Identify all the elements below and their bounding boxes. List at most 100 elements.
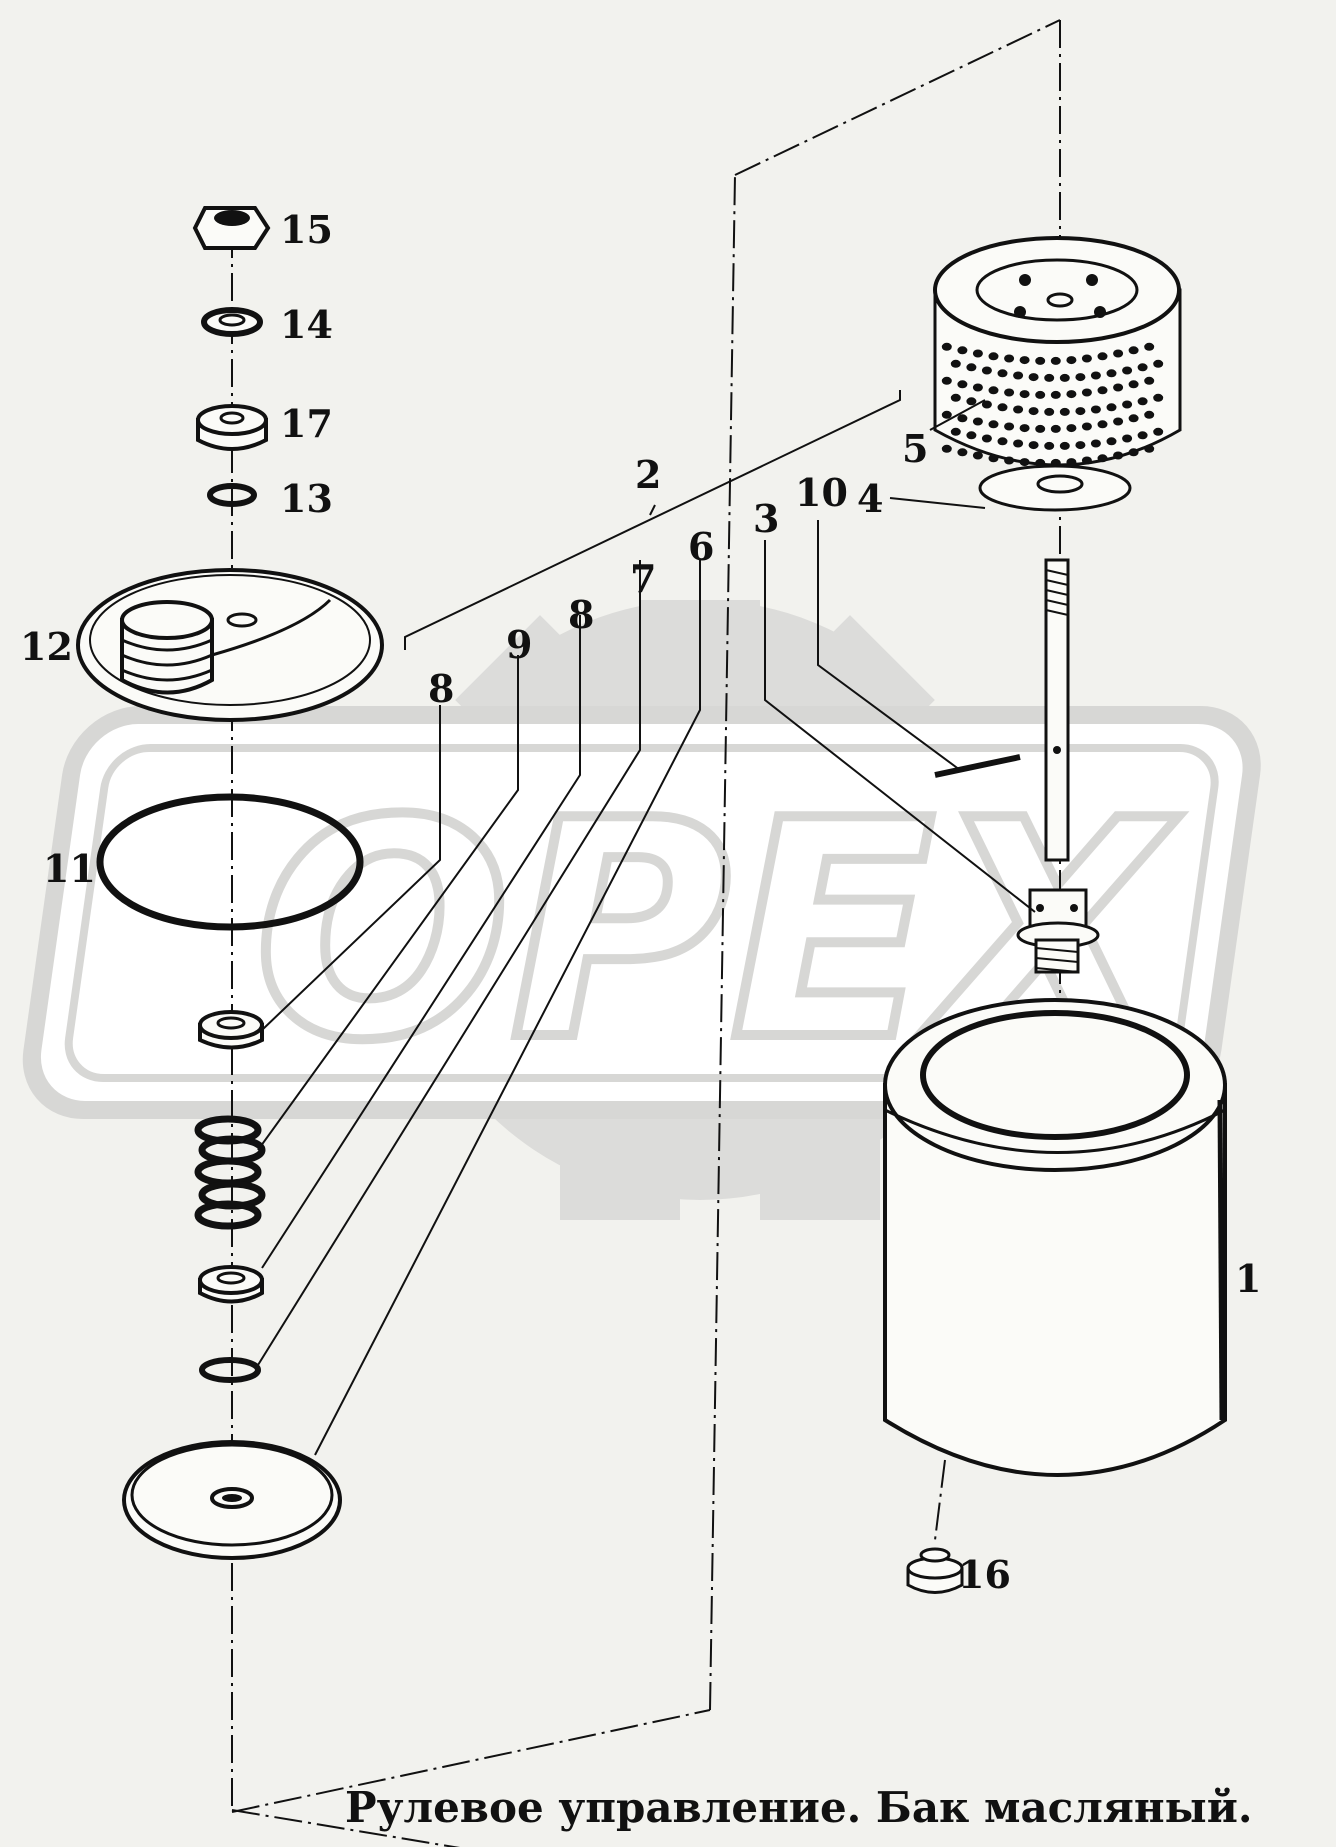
perforation-hole (1128, 414, 1139, 423)
perforation-hole (1050, 424, 1061, 433)
perforation-hole (1019, 458, 1030, 467)
filter-element (933, 236, 1182, 467)
perforation-hole (1075, 407, 1086, 416)
perforation-hole (1137, 397, 1148, 406)
frame-vertical (709, 174, 736, 1711)
spring-washer (201, 307, 263, 337)
perforation-hole (997, 369, 1008, 378)
thick-washer (196, 404, 268, 451)
callout-12: 12 (20, 624, 73, 669)
perforation-hole (1122, 434, 1133, 443)
perforation-hole (1122, 400, 1133, 409)
leader-4 (889, 497, 986, 509)
perforation-hole (1028, 407, 1039, 416)
perforation-hole (1144, 444, 1155, 453)
perforation-hole (941, 342, 952, 351)
callout-8-lower: 8 (568, 592, 594, 637)
perforation-hole (1090, 405, 1101, 414)
perforation-hole (1019, 424, 1030, 433)
perforation-hole (1090, 439, 1101, 448)
perforation-hole (1144, 410, 1155, 419)
perforation-hole (997, 403, 1008, 412)
frame-bottom (231, 1709, 711, 1813)
perforation-hole (1097, 454, 1108, 463)
perforation-hole (1113, 383, 1124, 392)
perforation-hole (1113, 417, 1124, 426)
perforation-hole (1090, 371, 1101, 380)
callout-14: 14 (280, 302, 333, 347)
perforation-hole (1144, 342, 1155, 351)
diagram-title: Рулевое управление. Бак масляный. (345, 1783, 1253, 1832)
perforation-hole (1013, 371, 1024, 380)
perforation-hole (1137, 363, 1148, 372)
drain-axis (934, 1459, 946, 1541)
perforation-hole (1128, 448, 1139, 457)
perforation-hole (941, 376, 952, 385)
perforation-hole (1153, 427, 1164, 436)
perforation-hole (981, 434, 992, 443)
perforation-hole (972, 383, 983, 392)
nut (192, 206, 271, 250)
callout-2: 2 (635, 452, 661, 497)
callout-15: 15 (280, 207, 333, 252)
perforation-hole (966, 363, 977, 372)
leader-9 (257, 655, 519, 1151)
perforation-hole (1075, 441, 1086, 450)
perforation-hole (966, 397, 977, 406)
callout-5: 5 (902, 426, 928, 471)
center-rod (1016, 558, 1100, 974)
callout-17: 17 (280, 401, 333, 446)
perforation-hole (1019, 356, 1030, 365)
perforation-hole (950, 359, 961, 368)
small-o-ring-bottom (199, 1357, 261, 1383)
perforation-hole (1066, 424, 1077, 433)
tank-body (883, 998, 1227, 1477)
perforation-hole (957, 448, 968, 457)
leader-5 (929, 399, 986, 431)
perforation-hole (981, 400, 992, 409)
callout-3: 3 (753, 496, 779, 541)
leader-10 (817, 520, 961, 771)
perforation-hole (1059, 407, 1070, 416)
valve-spring (194, 1115, 266, 1230)
perforation-hole (1013, 405, 1024, 414)
perforation-hole (1044, 373, 1055, 382)
group-2-bracket (404, 390, 901, 650)
perforation-hole (972, 451, 983, 460)
callout-7: 7 (630, 556, 656, 601)
watermark-plate (22, 706, 1261, 1119)
perforation-hole (1028, 373, 1039, 382)
watermark-plate-inner (64, 744, 1219, 1082)
perforation-hole (1019, 390, 1030, 399)
leader-8b (261, 615, 581, 1269)
perforation-hole (1066, 458, 1077, 467)
frame-top (734, 19, 1061, 176)
perforation-hole (1004, 388, 1015, 397)
perforation-hole (1066, 390, 1077, 399)
filter-perforations (941, 342, 1164, 467)
perforation-hole (1035, 424, 1046, 433)
perforation-hole (941, 444, 952, 453)
perforation-hole (1081, 388, 1092, 397)
leader-8a (261, 705, 441, 1031)
perforation-hole (1044, 407, 1055, 416)
perforation-hole (1050, 390, 1061, 399)
perforation-hole (1004, 354, 1015, 363)
perforation-hole (1113, 349, 1124, 358)
leader-7 (257, 560, 641, 1366)
drain-plug (906, 1547, 964, 1594)
perforation-hole (1066, 356, 1077, 365)
perforation-hole (1128, 346, 1139, 355)
perforation-hole (1081, 422, 1092, 431)
perforation-hole (950, 427, 961, 436)
perforation-hole (1097, 352, 1108, 361)
perforation-hole (1044, 441, 1055, 450)
perforation-hole (950, 393, 961, 402)
tank-cover (76, 568, 384, 722)
perforation-hole (1153, 393, 1164, 402)
small-o-ring-top (207, 483, 257, 507)
perforation-hole (997, 437, 1008, 446)
perforation-hole (1081, 456, 1092, 465)
perforation-hole (957, 380, 968, 389)
